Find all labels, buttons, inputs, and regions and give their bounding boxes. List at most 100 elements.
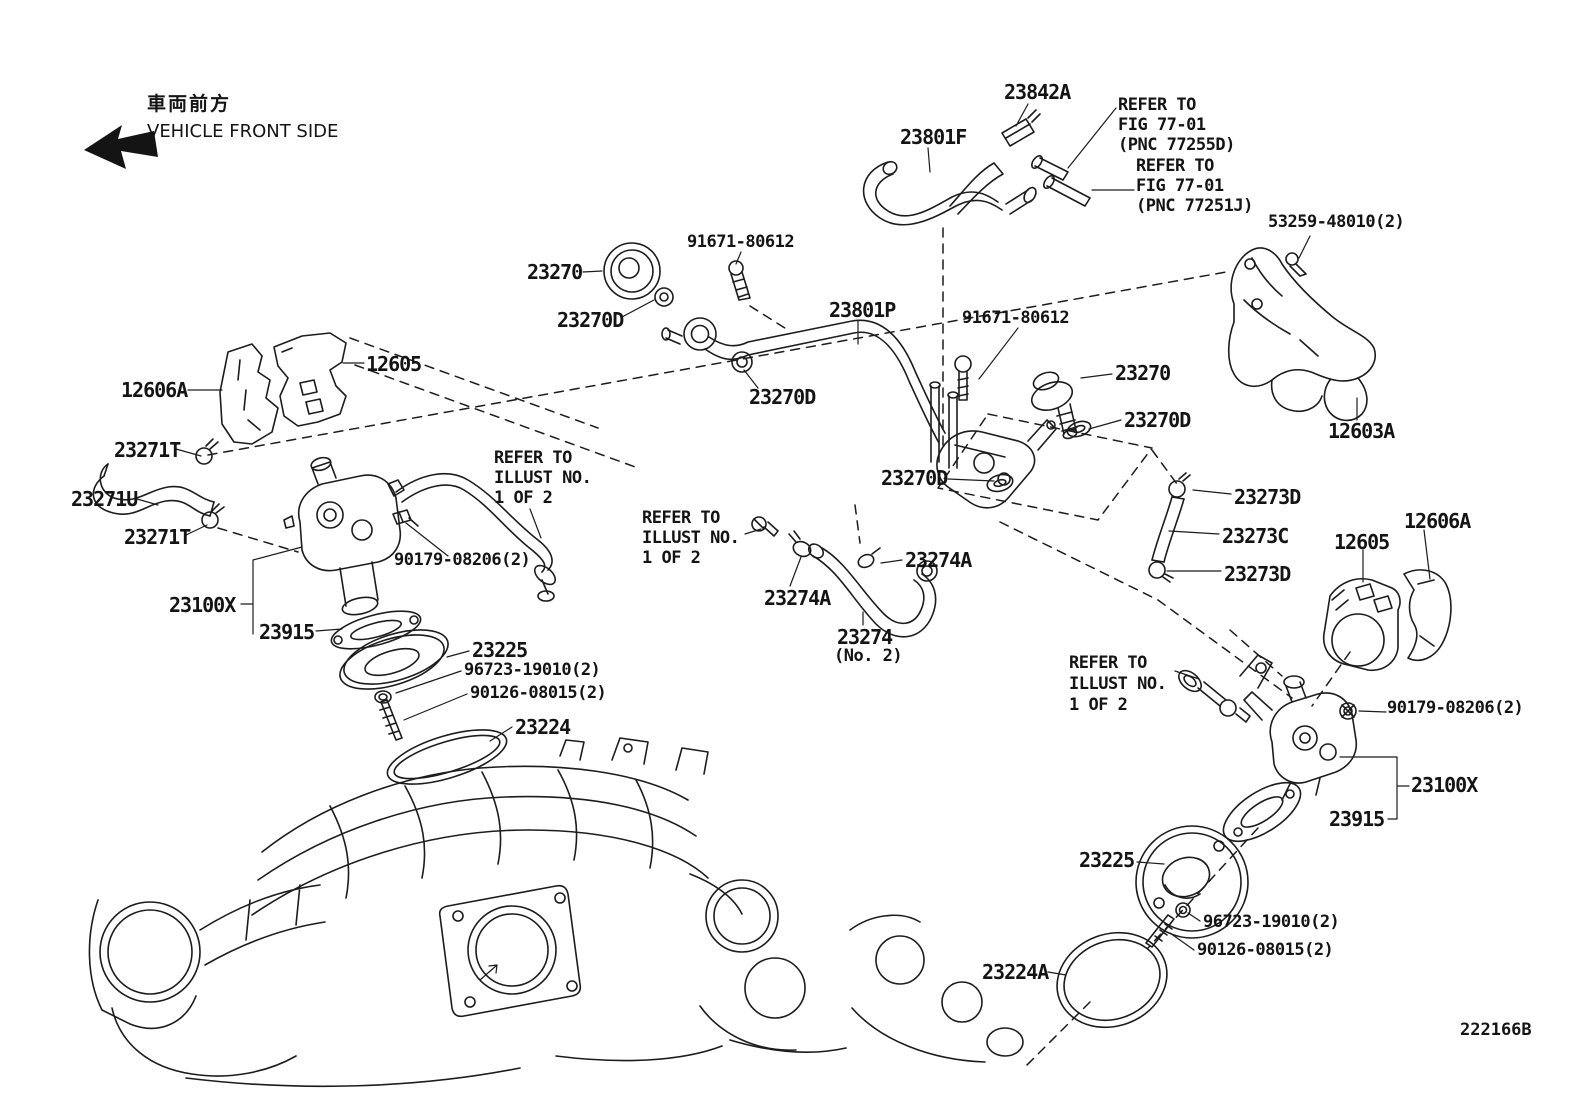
part-label-23801P: 23801P bbox=[829, 298, 896, 322]
note-vehicle-front-jp: 車両前方 bbox=[147, 93, 232, 115]
part-label-90126-08015-a: 90126-08015(2) bbox=[470, 683, 607, 703]
note-vehicle-front-en: VEHICLE FRONT SIDE bbox=[147, 121, 339, 142]
note-refer-illust1-line1: REFER TO bbox=[494, 448, 572, 468]
fitting-90179-a-drawing bbox=[392, 509, 419, 527]
bolt-53259-drawing bbox=[1285, 252, 1307, 277]
oring-96723-b-drawing bbox=[1175, 902, 1191, 918]
pipe-23801P-drawing bbox=[661, 317, 959, 469]
part-label-23270D-b: 23270D bbox=[749, 385, 816, 409]
bolt-91671-a-drawing bbox=[728, 260, 751, 301]
pump-23100X-b-drawing bbox=[1243, 675, 1358, 801]
part-label-23273D-a: 23273D bbox=[1234, 485, 1301, 509]
stud-90126-a-drawing bbox=[379, 699, 403, 741]
note-refer-illust3-line1: REFER TO bbox=[1069, 653, 1147, 673]
part-label-96723-19010-b: 96723-19010(2) bbox=[1203, 912, 1340, 932]
gasket-23270D-d-drawing bbox=[986, 473, 1014, 493]
part-label-23274-no2: (No. 2) bbox=[834, 646, 903, 666]
part-label-23224: 23224 bbox=[515, 715, 571, 739]
quick-connect-stubs-drawing bbox=[1031, 155, 1091, 207]
part-label-23915-a: 23915 bbox=[259, 620, 315, 644]
pump-23100X-a-drawing bbox=[283, 456, 402, 616]
part-label-90126-08015-b: 90126-08015(2) bbox=[1197, 940, 1334, 960]
note-refer-illust1-line2: ILLUST NO. bbox=[494, 468, 592, 488]
clamp-23271T-a-drawing bbox=[195, 438, 219, 465]
gasket-23270D-b-drawing bbox=[731, 351, 753, 373]
gasket-23915-a-drawing bbox=[330, 610, 422, 650]
part-label-90179-08206-a: 90179-08206(2) bbox=[394, 550, 531, 570]
part-label-91671-80612-b: 91671-80612 bbox=[962, 308, 1070, 328]
clamp-23274A-a-drawing bbox=[788, 530, 812, 558]
part-label-23274A-a: 23274A bbox=[905, 548, 972, 572]
part-label-23225-b: 23225 bbox=[1079, 848, 1135, 872]
hose-23271U-drawing bbox=[92, 463, 215, 517]
part-label-12606A-a: 12606A bbox=[121, 378, 188, 402]
part-label-23100X-b: 23100X bbox=[1411, 773, 1478, 797]
note-refer-illust1-line3: 1 OF 2 bbox=[494, 488, 553, 508]
note-refer-fig2-line1: REFER TO bbox=[1136, 156, 1214, 176]
clamp-23842A-drawing bbox=[1001, 109, 1041, 147]
note-refer-illust3-line2: ILLUST NO. bbox=[1069, 674, 1167, 694]
clamp-23271T-b-drawing bbox=[201, 503, 225, 529]
note-refer-illust2-line3: 1 OF 2 bbox=[642, 548, 701, 568]
note-refer-fig1-line2: FIG 77-01 bbox=[1118, 115, 1206, 135]
fitting-refer-illust2-drawing bbox=[751, 516, 779, 537]
part-label-12603A: 12603A bbox=[1328, 419, 1395, 443]
note-refer-fig1-line1: REFER TO bbox=[1118, 95, 1196, 115]
note-refer-illust2-line2: ILLUST NO. bbox=[642, 528, 740, 548]
bolt-91671-b-drawing bbox=[954, 355, 972, 401]
part-label-23842A: 23842A bbox=[1004, 80, 1071, 104]
hose-23274-drawing bbox=[807, 543, 938, 638]
vehicle-front-arrow-icon bbox=[84, 125, 158, 169]
part-label-23273C: 23273C bbox=[1222, 524, 1289, 548]
part-label-23270D-a: 23270D bbox=[557, 308, 624, 332]
cover-12606A-b-drawing bbox=[1403, 569, 1452, 662]
diagram-code: 222166B bbox=[1460, 1020, 1532, 1040]
pipe-refer-illust1-drawing bbox=[387, 473, 557, 602]
ring-23224-drawing bbox=[386, 729, 508, 785]
part-label-23270-b: 23270 bbox=[1115, 361, 1171, 385]
engine-assembly-drawing bbox=[88, 737, 1024, 1088]
pipe-refer-illust3-drawing bbox=[1177, 654, 1273, 723]
part-label-23271T-b: 23271T bbox=[124, 525, 191, 549]
part-label-23100X-a: 23100X bbox=[169, 593, 236, 617]
cover-12605-b-drawing bbox=[1322, 578, 1401, 672]
part-label-23273D-b: 23273D bbox=[1224, 562, 1291, 586]
stud-90126-b-drawing bbox=[1145, 914, 1175, 948]
clamp-23274A-b-drawing bbox=[857, 547, 881, 569]
regulator-23270-b-drawing bbox=[1030, 371, 1078, 440]
hose-23801F-drawing bbox=[862, 160, 1037, 226]
hose-23273C-drawing bbox=[1151, 496, 1185, 563]
nut-90179-b-drawing bbox=[1339, 702, 1357, 720]
gasket-23270D-a-drawing bbox=[654, 287, 674, 307]
disc-23225-a-drawing bbox=[339, 629, 449, 690]
part-label-23270D-d: 23270D bbox=[881, 466, 948, 490]
bracket-12603A-drawing bbox=[1227, 247, 1376, 422]
disc-23225-b-drawing bbox=[1135, 825, 1249, 939]
part-label-23274: 23274 bbox=[837, 625, 893, 649]
part-label-23271U: 23271U bbox=[71, 487, 138, 511]
part-label-23270D-c: 23270D bbox=[1124, 408, 1191, 432]
part-label-12605-a: 12605 bbox=[366, 352, 422, 376]
note-refer-illust2-line1: REFER TO bbox=[642, 508, 720, 528]
part-label-12606A-b: 12606A bbox=[1404, 509, 1471, 533]
part-label-12605-b: 12605 bbox=[1334, 530, 1390, 554]
note-refer-illust3-line3: 1 OF 2 bbox=[1069, 695, 1128, 715]
part-label-23270-a: 23270 bbox=[527, 260, 583, 284]
pump-center-drawing bbox=[936, 419, 1057, 509]
part-label-91671-80612-a: 91671-80612 bbox=[687, 232, 795, 252]
clamp-23273D-b-drawing bbox=[1148, 561, 1174, 583]
note-refer-fig2-line3: (PNC 77251J) bbox=[1136, 196, 1253, 216]
part-label-96723-19010-a: 96723-19010(2) bbox=[464, 660, 601, 680]
clamp-23273D-a-drawing bbox=[1168, 472, 1191, 498]
cover-12605-a-drawing bbox=[273, 332, 347, 427]
part-label-53259-48010: 53259-48010(2) bbox=[1268, 212, 1405, 232]
part-label-23801F: 23801F bbox=[900, 125, 967, 149]
part-label-90179-08206-b: 90179-08206(2) bbox=[1387, 698, 1524, 718]
part-label-23274A-b: 23274A bbox=[764, 586, 831, 610]
gasket-23270D-c-drawing bbox=[1066, 420, 1092, 438]
part-label-23915-b: 23915 bbox=[1329, 807, 1385, 831]
part-label-23224A: 23224A bbox=[982, 960, 1049, 984]
cover-12606A-a-drawing bbox=[219, 343, 279, 445]
